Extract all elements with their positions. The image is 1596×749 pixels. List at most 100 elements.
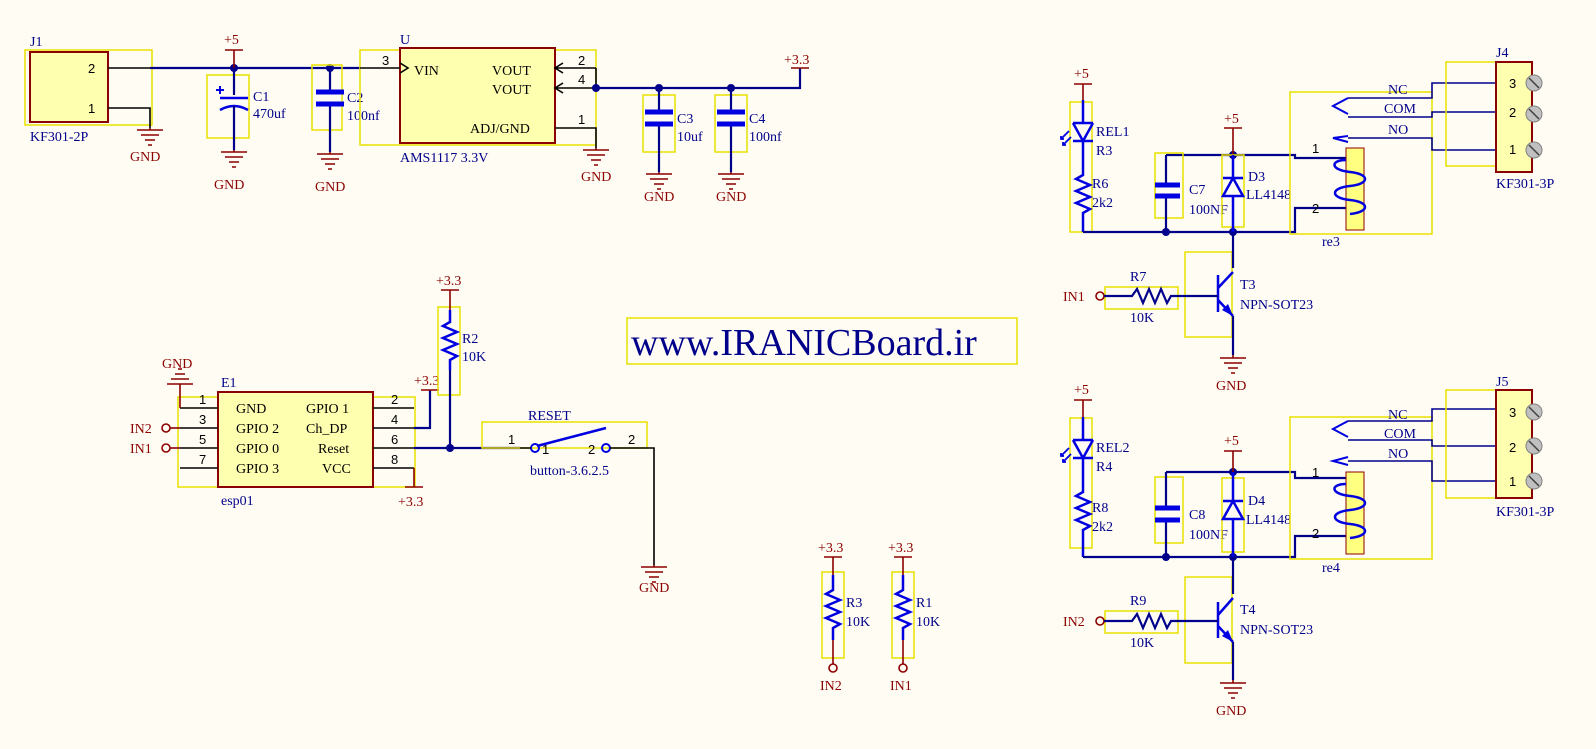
e1-value: esp01 xyxy=(221,494,254,509)
junction xyxy=(592,84,600,92)
led-ref: REL2 xyxy=(1096,441,1129,456)
led-resistor-ref: R4 xyxy=(1096,460,1112,475)
d3-ref: D3 xyxy=(1248,170,1265,185)
r2-resistor: +3.3 R2 10K xyxy=(436,274,486,448)
v33-supply: +3.3 xyxy=(414,374,439,430)
c2-ref: C2 xyxy=(347,91,363,106)
r7-value: 10K xyxy=(1130,311,1154,326)
relay-pin2: 2 xyxy=(1312,201,1319,216)
v33-label: +3.3 xyxy=(784,53,809,68)
j1-pin1: 1 xyxy=(88,101,95,116)
c1-ref: C1 xyxy=(253,90,269,105)
v33-supply: +3.3 xyxy=(784,53,809,69)
r6-value: 2k2 xyxy=(1092,196,1113,211)
r3-pull-resistor: +3.3 R3 10K IN2 xyxy=(818,541,870,694)
v5-label: +5 xyxy=(1074,383,1089,398)
u-vin-label: VIN xyxy=(414,64,439,79)
c4-ref: C4 xyxy=(749,112,765,127)
u-vout-label: VOUT xyxy=(492,64,531,79)
relay-pin2: 2 xyxy=(1312,526,1319,541)
j5-value: KF301-3P xyxy=(1496,505,1555,520)
e1-reset-label: Reset xyxy=(318,442,349,457)
c7-value: 100NF xyxy=(1189,203,1228,218)
in1-label: IN1 xyxy=(890,679,912,694)
reset-pin1: 1 xyxy=(508,432,515,447)
u-pin4: 4 xyxy=(578,72,585,87)
v33-label: +3.3 xyxy=(414,374,439,389)
d4-value: LL4148 xyxy=(1246,513,1291,528)
r2-ref: R2 xyxy=(462,332,478,347)
v5-label: +5 xyxy=(1074,67,1089,82)
r7-ref: R7 xyxy=(1130,270,1146,285)
relay-circuit-4: +5 REL2 R4 R8 2k2 +5 C8 100NF D4 LL4148 … xyxy=(1060,375,1555,719)
in1-port: IN1 xyxy=(130,442,180,457)
c4-capacitor: C4 100nf GND xyxy=(714,88,782,205)
j4-ref: J4 xyxy=(1496,46,1508,61)
reset-ref: RESET xyxy=(528,409,571,424)
u-adj-label: ADJ/GND xyxy=(470,122,530,137)
t3-ref: T3 xyxy=(1240,278,1256,293)
j1-ref: J1 xyxy=(30,35,42,50)
r2-value: 10K xyxy=(462,350,486,365)
e1-pin3: 3 xyxy=(199,412,206,427)
in2-label: IN2 xyxy=(820,679,842,694)
c2-capacitor: C2 100nf GND xyxy=(311,64,380,195)
c8-ref: C8 xyxy=(1189,508,1205,523)
j5-pin2: 2 xyxy=(1509,440,1516,455)
com-label: COM xyxy=(1384,102,1416,117)
reset-pin2: 2 xyxy=(628,432,635,447)
u-value: AMS1117 3.3V xyxy=(400,151,488,166)
in1-label: IN1 xyxy=(130,442,152,457)
relay-pin1: 1 xyxy=(1312,141,1319,156)
reset-pin2b: 2 xyxy=(588,442,595,457)
u-ref: U xyxy=(400,33,410,48)
nc-label: NC xyxy=(1388,408,1407,423)
v5-label: +5 xyxy=(1224,112,1239,127)
e1-esp01-module: E1 esp01 1 3 5 7 GND GPIO 2 GPIO 0 GPIO … xyxy=(177,376,416,509)
j4-pin2: 2 xyxy=(1509,105,1516,120)
gnd-label: GND xyxy=(130,150,160,165)
gnd-label: GND xyxy=(214,178,244,193)
d4-ref: D4 xyxy=(1248,494,1265,509)
t3-value: NPN-SOT23 xyxy=(1240,298,1313,313)
e1-pin1: 1 xyxy=(199,392,206,407)
v33-label: +3.3 xyxy=(818,541,843,556)
relay-ref: re4 xyxy=(1322,561,1340,576)
e1-pin6: 6 xyxy=(391,432,398,447)
gnd-label: GND xyxy=(644,190,674,205)
e1-gpio3-label: GPIO 3 xyxy=(236,462,279,477)
v33-label: +3.3 xyxy=(398,495,423,510)
gnd-label: GND xyxy=(581,170,611,185)
gnd-symbol: GND xyxy=(130,128,163,165)
t4-value: NPN-SOT23 xyxy=(1240,623,1313,638)
j1-value: KF301-2P xyxy=(30,130,89,145)
gnd-label: GND xyxy=(1216,704,1246,719)
v5-label: +5 xyxy=(224,33,239,48)
e1-pin8: 8 xyxy=(391,452,398,467)
in2-port: IN2 xyxy=(130,422,180,437)
e1-pin5: 5 xyxy=(199,432,206,447)
e1-gpio0-label: GPIO 0 xyxy=(236,442,279,457)
in2-label: IN2 xyxy=(1063,615,1085,630)
j4-pin3: 3 xyxy=(1509,76,1516,91)
j5-ref: J5 xyxy=(1496,375,1508,390)
relay-pin1: 1 xyxy=(1312,465,1319,480)
c1-value: 470uf xyxy=(253,107,286,122)
e1-chdp-label: Ch_DP xyxy=(306,422,347,437)
r9-ref: R9 xyxy=(1130,594,1146,609)
relay-circuit-3: +5 REL1 R3 R6 2k2 +5 C7 100NF D3 LL4148 xyxy=(1060,46,1555,394)
t4-ref: T4 xyxy=(1240,603,1256,618)
d3-value: LL4148 xyxy=(1246,188,1291,203)
led-resistor-ref: R3 xyxy=(1096,144,1112,159)
e1-pin4: 4 xyxy=(391,412,398,427)
r1-value: 10K xyxy=(916,615,940,630)
reset-pin1b: 1 xyxy=(542,442,549,457)
no-label: NO xyxy=(1388,123,1408,138)
r1-ref: R1 xyxy=(916,596,932,611)
watermark-text: www.IRANICBoard.ir xyxy=(631,322,977,364)
reset-value: button-3.6.2.5 xyxy=(530,464,609,479)
c8-value: 100NF xyxy=(1189,528,1228,543)
gnd-label: GND xyxy=(1216,379,1246,394)
r3-ref: R3 xyxy=(846,596,862,611)
v33-label: +3.3 xyxy=(888,541,913,556)
